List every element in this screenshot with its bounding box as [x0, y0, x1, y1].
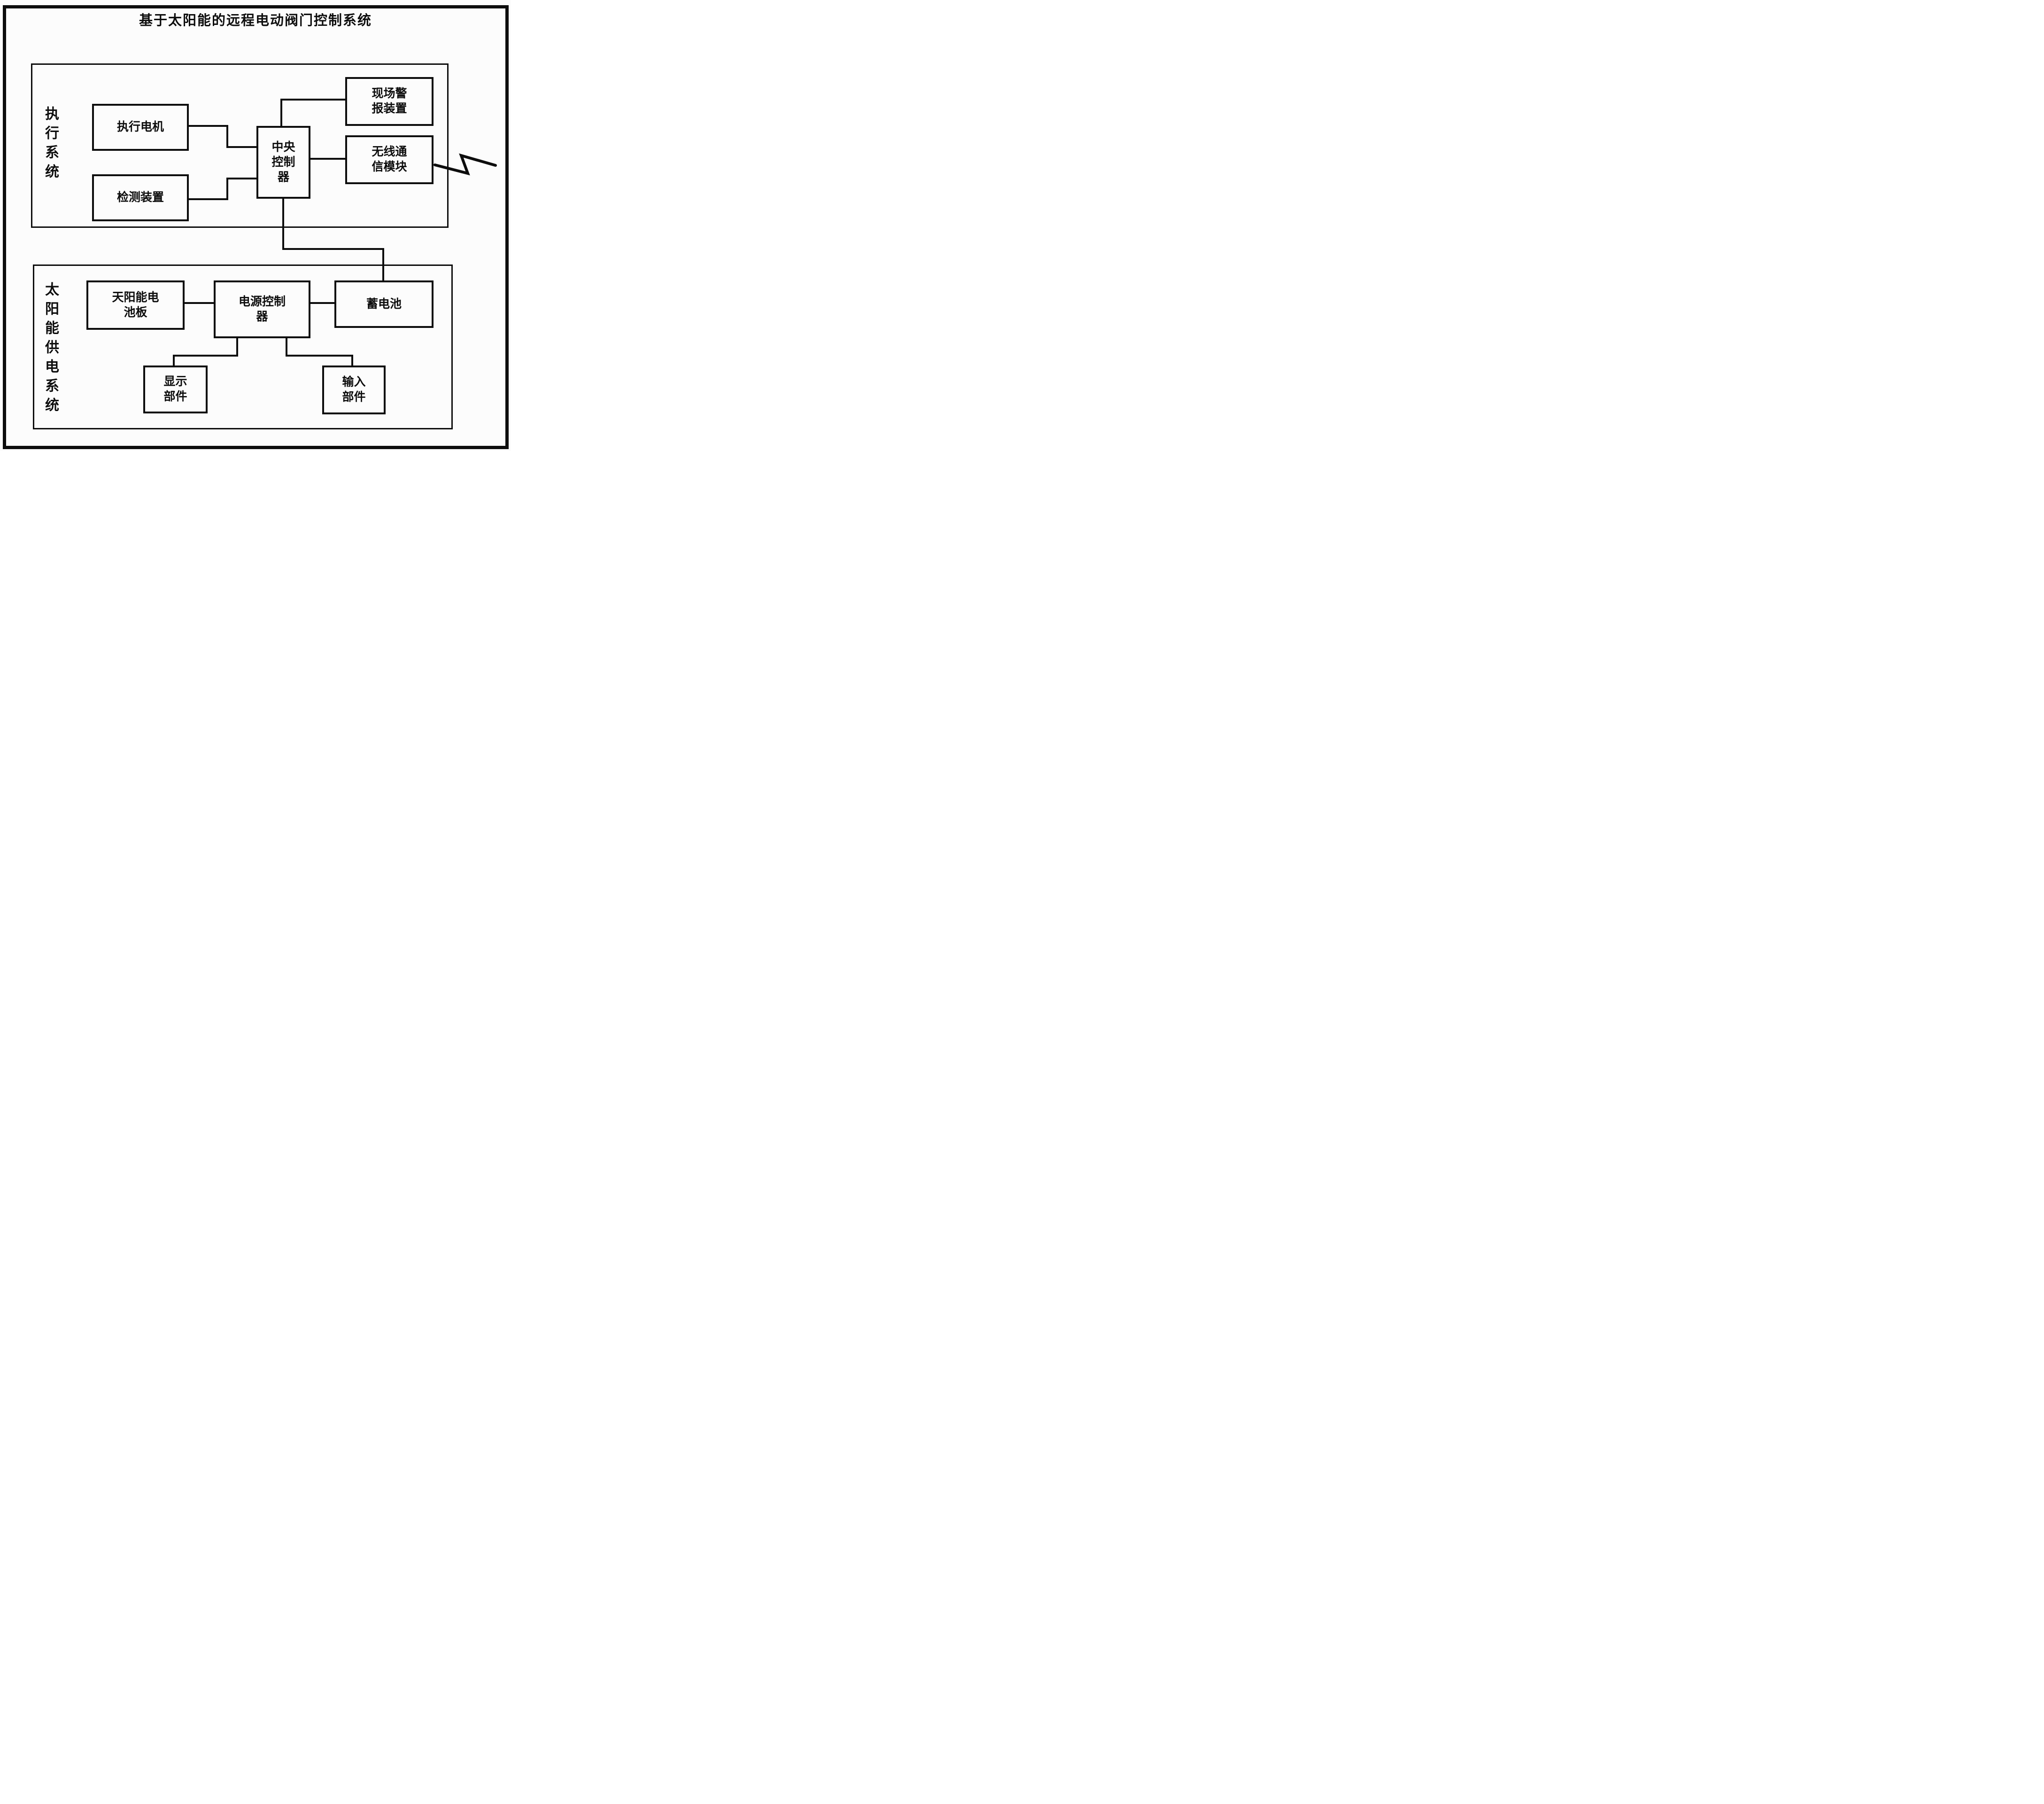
connector-power-display-h: [173, 355, 238, 357]
connector-cc-battery-v2: [382, 248, 384, 285]
connector-cc-battery-h: [282, 248, 384, 250]
connector-detector-cc-v: [226, 178, 228, 200]
solar-power-system-frame: [33, 264, 453, 429]
box-onsite-alarm-line1: 现场警: [372, 87, 407, 100]
connector-panel-power-h: [181, 302, 214, 304]
connector-power-display-v2: [173, 355, 175, 365]
connector-cc-alarm-h: [280, 99, 345, 101]
box-central-controller-line1: 中央: [271, 140, 295, 154]
box-wireless-comm-line1: 无线通: [372, 146, 407, 158]
box-central-controller-line2: 控制: [271, 156, 295, 169]
box-input-component-line2: 部件: [342, 391, 366, 404]
box-input-component: 输入 部件: [322, 365, 386, 414]
connector-motor-cc-h2: [226, 146, 256, 148]
connector-power-input-v1: [286, 334, 287, 357]
connector-detector-cc-h1: [185, 198, 228, 200]
box-actuator-motor-label: 执行电机: [116, 121, 164, 133]
box-detection-device: 检测装置: [92, 174, 189, 221]
connector-power-battery-h: [307, 302, 334, 304]
connector-cc-alarm-v: [280, 99, 282, 126]
box-solar-panel-line2: 池板: [124, 306, 147, 319]
box-power-controller: 电源控制 器: [214, 280, 310, 338]
box-onsite-alarm-line2: 报装置: [372, 102, 407, 115]
box-solar-panel: 天阳能电 池板: [86, 280, 185, 330]
connector-power-input-v2: [351, 355, 353, 365]
connector-power-display-v1: [236, 334, 238, 357]
box-display-component-line2: 部件: [163, 390, 187, 403]
box-detection-device-label: 检测装置: [116, 191, 164, 204]
connector-cc-wireless-h: [307, 158, 345, 160]
box-input-component-line1: 输入: [342, 376, 366, 389]
box-power-controller-line1: 电源控制: [238, 295, 286, 308]
figure-canvas: 基于太阳能的远程电动阀门控制系统 执行系统 太阳能供电系统 执行电机 检测装置 …: [0, 0, 511, 451]
box-solar-panel-line1: 天阳能电: [112, 291, 159, 304]
box-power-controller-line2: 器: [256, 310, 268, 323]
diagram-title: 基于太阳能的远程电动阀门控制系统: [139, 13, 372, 28]
box-central-controller: 中央 控制 器: [256, 126, 310, 199]
box-actuator-motor: 执行电机: [92, 104, 189, 151]
connector-power-input-h: [286, 355, 353, 357]
box-storage-battery-label: 蓄电池: [366, 297, 402, 311]
box-display-component: 显示 部件: [143, 365, 208, 413]
connector-motor-cc-v: [226, 125, 228, 148]
box-wireless-comm-line2: 信模块: [372, 161, 407, 173]
solar-power-system-label: 太阳能供电系统: [43, 282, 58, 417]
execution-system-frame: [31, 63, 449, 228]
box-display-component-line1: 显示: [163, 375, 187, 388]
box-wireless-comm-module: 无线通 信模块: [345, 135, 434, 184]
execution-system-label: 执行系统: [43, 106, 58, 183]
connector-detector-cc-h2: [226, 178, 256, 179]
box-central-controller-line3: 器: [277, 171, 289, 184]
box-onsite-alarm-device: 现场警 报装置: [345, 77, 434, 126]
connector-motor-cc-h1: [185, 125, 228, 127]
connector-cc-battery-v1: [282, 195, 284, 250]
outer-border: [3, 5, 509, 449]
box-storage-battery: 蓄电池: [334, 280, 434, 328]
